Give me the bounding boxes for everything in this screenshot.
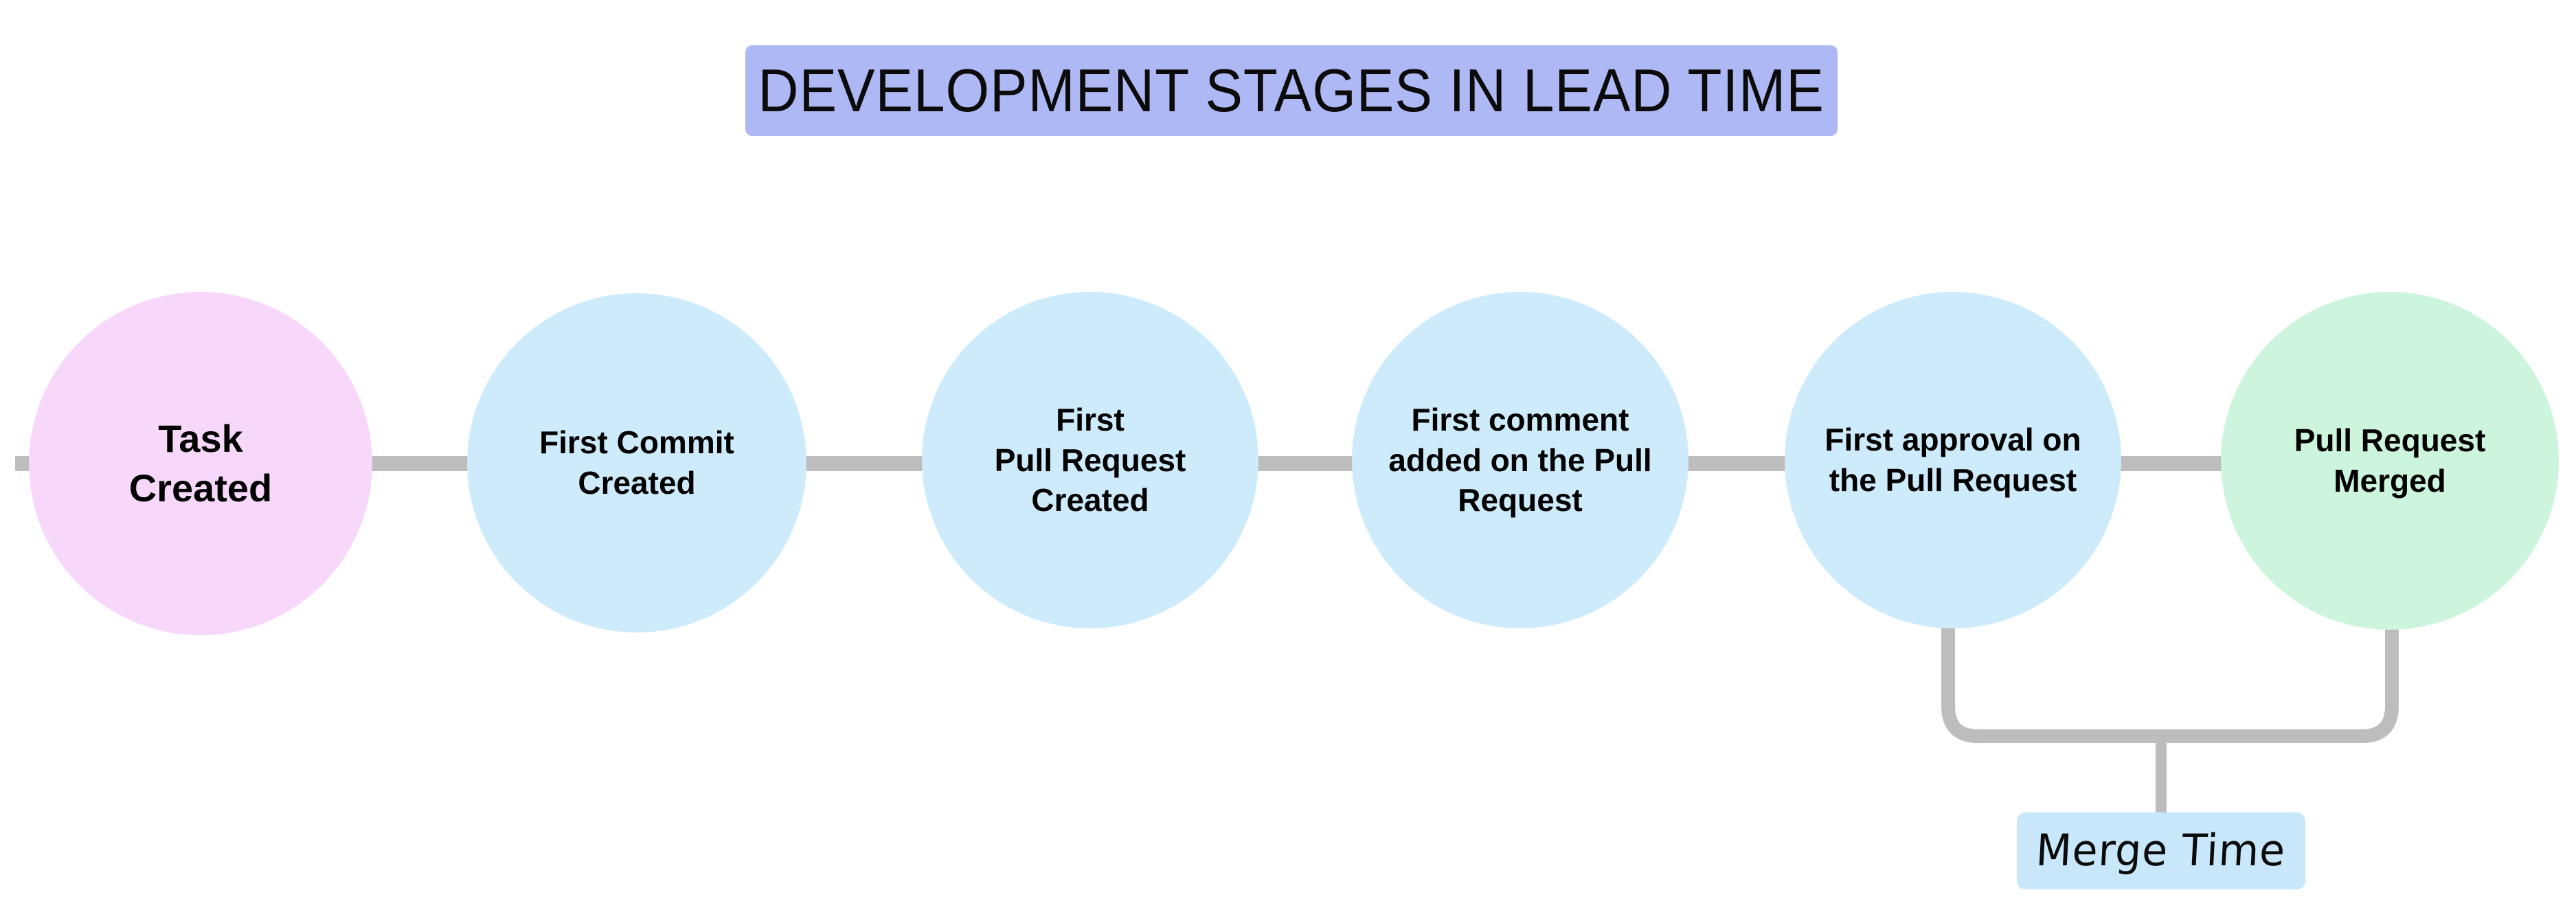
merge-time-badge[interactable]: Merge Time bbox=[2017, 812, 2305, 889]
stage-node-pull-request-merged[interactable]: Pull Request Merged bbox=[2221, 292, 2559, 630]
connector-segment-5 bbox=[2106, 456, 2237, 471]
stage-node-first-comment-on-pull-request[interactable]: First comment added on the Pull Request bbox=[1352, 292, 1688, 628]
page-title: DEVELOPMENT STAGES IN LEAD TIME bbox=[758, 56, 1825, 124]
stage-node-first-approval-on-pull-request[interactable]: First approval on the Pull Request bbox=[1785, 292, 2121, 628]
stage-label: Pull Request Merged bbox=[2294, 422, 2486, 499]
stage-label: First Commit Created bbox=[539, 424, 734, 501]
connector-segment-2 bbox=[791, 456, 939, 471]
stage-label: Task Created bbox=[128, 417, 273, 510]
stage-node-task-created[interactable]: Task Created bbox=[29, 292, 372, 635]
stage-label: First approval on the Pull Request bbox=[1824, 422, 2081, 498]
bracket-path bbox=[1941, 622, 2399, 743]
connector-segment-3 bbox=[1243, 456, 1367, 471]
stage-node-first-pull-request-created[interactable]: First Pull Request Created bbox=[922, 292, 1258, 628]
stage-label: First comment added on the Pull Request bbox=[1388, 401, 1652, 519]
stage-node-first-commit-created[interactable]: First Commit Created bbox=[467, 293, 806, 633]
connector-segment-1 bbox=[357, 456, 495, 471]
connector-segment-4 bbox=[1673, 456, 1800, 471]
merge-time-label: Merge Time bbox=[2035, 825, 2287, 877]
stage-label: First Pull Request Created bbox=[994, 401, 1186, 519]
diagram-title-banner: DEVELOPMENT STAGES IN LEAD TIME bbox=[745, 45, 1838, 136]
